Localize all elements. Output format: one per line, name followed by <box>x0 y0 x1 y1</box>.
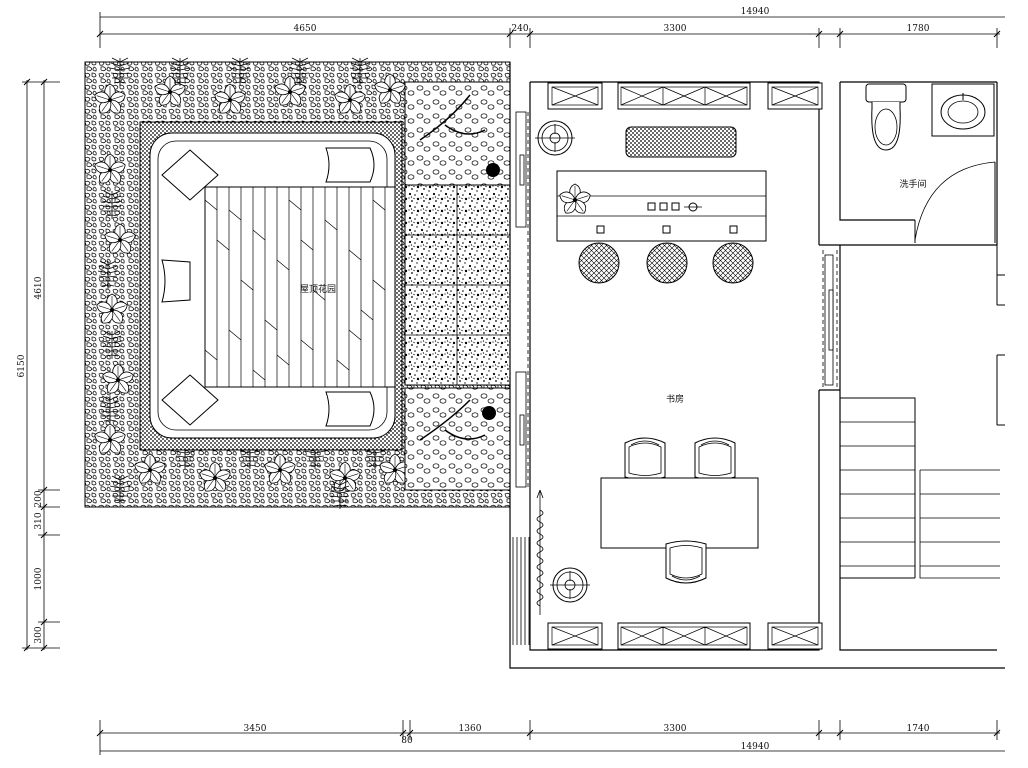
dim-left-seg1: 4610 <box>34 276 44 299</box>
floor-lamp-icon <box>549 567 591 603</box>
dim-bottom-total: 14940 <box>741 742 770 752</box>
right-sliding-door <box>822 250 838 388</box>
dim-top-seg1: 4650 <box>294 24 317 34</box>
entry-door[interactable] <box>512 489 544 645</box>
left-sliding-door <box>515 111 529 488</box>
dim-top-seg3: 3300 <box>664 24 687 34</box>
cushions <box>161 147 375 427</box>
dimension-left: 6150 4610 200 310 1000 300 <box>17 78 60 652</box>
bar-stool-icon <box>712 242 754 284</box>
dim-left-seg3: 310 <box>34 512 44 529</box>
dim-bottom-seg3: 1360 <box>459 724 482 734</box>
washroom-label: 洗手间 <box>899 178 926 190</box>
bar-counter <box>556 170 767 242</box>
dim-left-total: 6150 <box>17 354 27 377</box>
study-desk <box>600 477 759 549</box>
dim-bottom-seg5: 1740 <box>907 724 930 734</box>
bar-stool-icon <box>578 242 620 284</box>
dim-top-seg2: 240 <box>511 24 528 34</box>
window-bottom-left <box>547 622 603 650</box>
bar-stool-icon <box>646 242 688 284</box>
window-bottom-right <box>767 622 823 650</box>
dim-left-seg5: 300 <box>34 626 44 643</box>
roof-garden-label: 屋顶花园 <box>300 283 336 295</box>
toilet-icon <box>865 83 907 151</box>
stone-slabs <box>404 184 511 386</box>
pebble-garden-top <box>404 81 511 186</box>
dim-top-seg4: 1780 <box>907 24 930 34</box>
armchair-icon <box>694 437 736 481</box>
dim-bottom-seg4: 3300 <box>664 724 687 734</box>
floor-lamp-icon <box>534 120 576 156</box>
sink-icon <box>931 83 995 137</box>
study: 书房 <box>509 62 1005 669</box>
dim-left-seg2: 200 <box>34 490 44 507</box>
window-bottom-center <box>617 622 751 650</box>
dimension-top: 14940 4650 240 3300 1780 <box>96 7 1005 48</box>
study-label: 书房 <box>666 393 684 405</box>
dim-left-seg4: 1000 <box>34 567 44 590</box>
pebble-garden-bottom <box>404 387 511 491</box>
window-top-center <box>617 82 751 110</box>
dim-bottom-seg1: 3450 <box>244 724 267 734</box>
armchair-icon <box>665 540 707 584</box>
staircase <box>839 245 1005 651</box>
dimension-bottom: 3450 80 1360 3300 1740 14940 <box>96 720 1005 755</box>
washroom: 洗手间 <box>839 81 998 246</box>
armchair-icon <box>624 437 666 481</box>
dim-bottom-seg2: 80 <box>401 736 413 746</box>
roof-garden: 屋顶花园 <box>84 57 511 510</box>
window-top-left <box>547 82 603 110</box>
wood-deck <box>204 186 396 388</box>
radiator-icon <box>625 126 737 158</box>
window-top-right <box>767 82 823 110</box>
dim-top-total: 14940 <box>741 7 770 17</box>
washroom-door[interactable] <box>914 161 996 243</box>
